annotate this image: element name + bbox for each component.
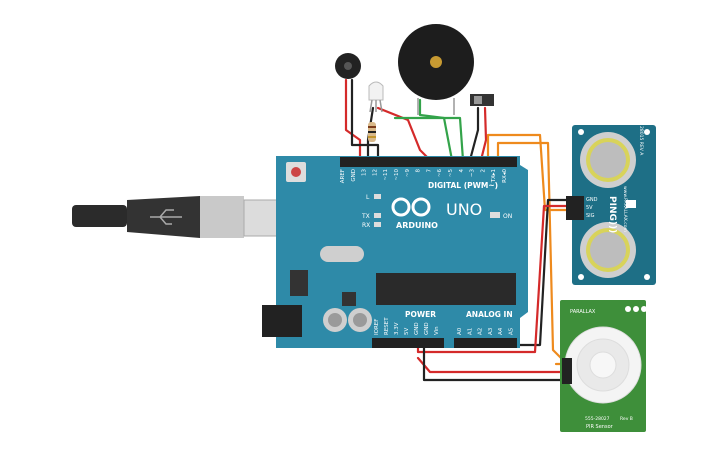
wire-ping-orange2[interactable] (496, 141, 567, 364)
pin-label: ~6 (437, 169, 443, 178)
pin-label: A3 (488, 327, 494, 335)
pin-label: 8 (416, 169, 422, 173)
pir-brand: PARALLAX (570, 309, 596, 315)
power-header (372, 338, 444, 348)
slide-switch[interactable] (470, 94, 494, 106)
atmega-chip (376, 273, 516, 305)
pin-label: Vin (434, 326, 440, 335)
pin-label: ~5 (448, 169, 454, 178)
power-pin-labels: IOREF RESET 3.3V 5V GND GND Vin (374, 317, 440, 335)
crystal (320, 246, 364, 262)
pin-label: GND (351, 169, 357, 182)
pin-label: ~10 (394, 169, 400, 181)
board-brand: ARDUINO (396, 221, 438, 230)
pin-label: 5V (404, 328, 410, 335)
pin-label: 13 (362, 169, 368, 176)
pir-dome (564, 326, 642, 404)
ping-pin-gnd: GND (586, 197, 598, 203)
wire-switch-red[interactable] (479, 106, 488, 162)
ping-transducer-top (580, 132, 636, 188)
ping-pin-sig: SIG (586, 213, 595, 219)
pir-label: PIR Sensor (586, 424, 614, 430)
analog-pin-labels: A0 A1 A2 A3 A4 A5 (457, 327, 515, 335)
pin-label: GND (414, 322, 420, 335)
pin-label: RX◂0 (502, 169, 508, 183)
pin-label: GND (424, 322, 430, 335)
wire-buzzer-green[interactable] (418, 98, 454, 162)
l-label: L (366, 194, 370, 201)
pin-label: A0 (457, 327, 463, 335)
arduino-board[interactable]: ARDUINO UNO DIGITAL (PWM~) POWER ANALOG … (262, 156, 528, 348)
wire-pir-black[interactable] (422, 343, 568, 382)
rgb-led[interactable] (368, 81, 384, 113)
pin-label: ~11 (383, 169, 389, 181)
pin-label: 12 (372, 169, 378, 176)
arduino-logo-icon (391, 197, 431, 217)
power-jack (262, 305, 302, 337)
ping-maker: www.PARALLAX.com (622, 186, 628, 232)
analog-label: ANALOG IN (466, 310, 513, 319)
pin-label: 7 (426, 169, 432, 173)
wire-ping-orange1[interactable] (486, 133, 574, 212)
analog-header (454, 338, 517, 348)
usb-cable (72, 196, 279, 238)
wire-pir-red[interactable] (416, 356, 568, 374)
ping-pin-5v: 5V (586, 205, 593, 211)
pin-label: ~3 (470, 169, 476, 178)
pin-label: A4 (498, 327, 504, 335)
pin-label: 3.3V (394, 322, 400, 335)
ping-transducer-bottom (580, 222, 636, 278)
pin-label: A2 (478, 328, 484, 335)
ping-sensor[interactable]: GND 5V SIG PING))) www.PARALLAX.com 2801… (566, 125, 656, 285)
ping-rev: 28015 REV A (638, 126, 644, 156)
pir-part: 555-28027 (585, 416, 610, 422)
digital-header (340, 157, 517, 167)
wire-motor-black[interactable] (350, 78, 380, 162)
tx-label: TX (361, 213, 370, 220)
power-label: POWER (405, 310, 436, 319)
vibration-motor[interactable] (335, 53, 361, 79)
pin-label: AREF (340, 169, 346, 183)
pin-label: A5 (509, 327, 515, 335)
rx-label: RX (362, 222, 370, 229)
pin-label: ~9 (405, 169, 411, 178)
digital-label: DIGITAL (PWM~) (428, 181, 498, 190)
pir-sensor[interactable]: PARALLAX PIR Sensor 555-28027 Rev B (560, 300, 647, 432)
pin-label: TX▸1 (491, 169, 497, 183)
resistor[interactable] (368, 122, 376, 142)
wire-switch-black[interactable] (468, 106, 480, 162)
piezo-buzzer[interactable] (398, 24, 474, 115)
pin-label: 4 (459, 169, 465, 173)
pir-rev: Rev B (620, 416, 633, 422)
wire-buzzer-green2[interactable] (393, 116, 465, 162)
usb-icon (150, 209, 182, 225)
wire-led-red[interactable] (376, 106, 432, 162)
pin-label: IOREF (374, 319, 380, 335)
wires (344, 78, 574, 382)
board-model: UNO (446, 200, 482, 219)
pin-label: A1 (467, 328, 473, 335)
on-label: ON (503, 213, 512, 220)
wire-led-black[interactable] (366, 106, 375, 162)
pin-label: 2 (480, 169, 486, 173)
pin-label: RESET (384, 317, 390, 335)
ping-brand: PING))) (607, 196, 617, 233)
